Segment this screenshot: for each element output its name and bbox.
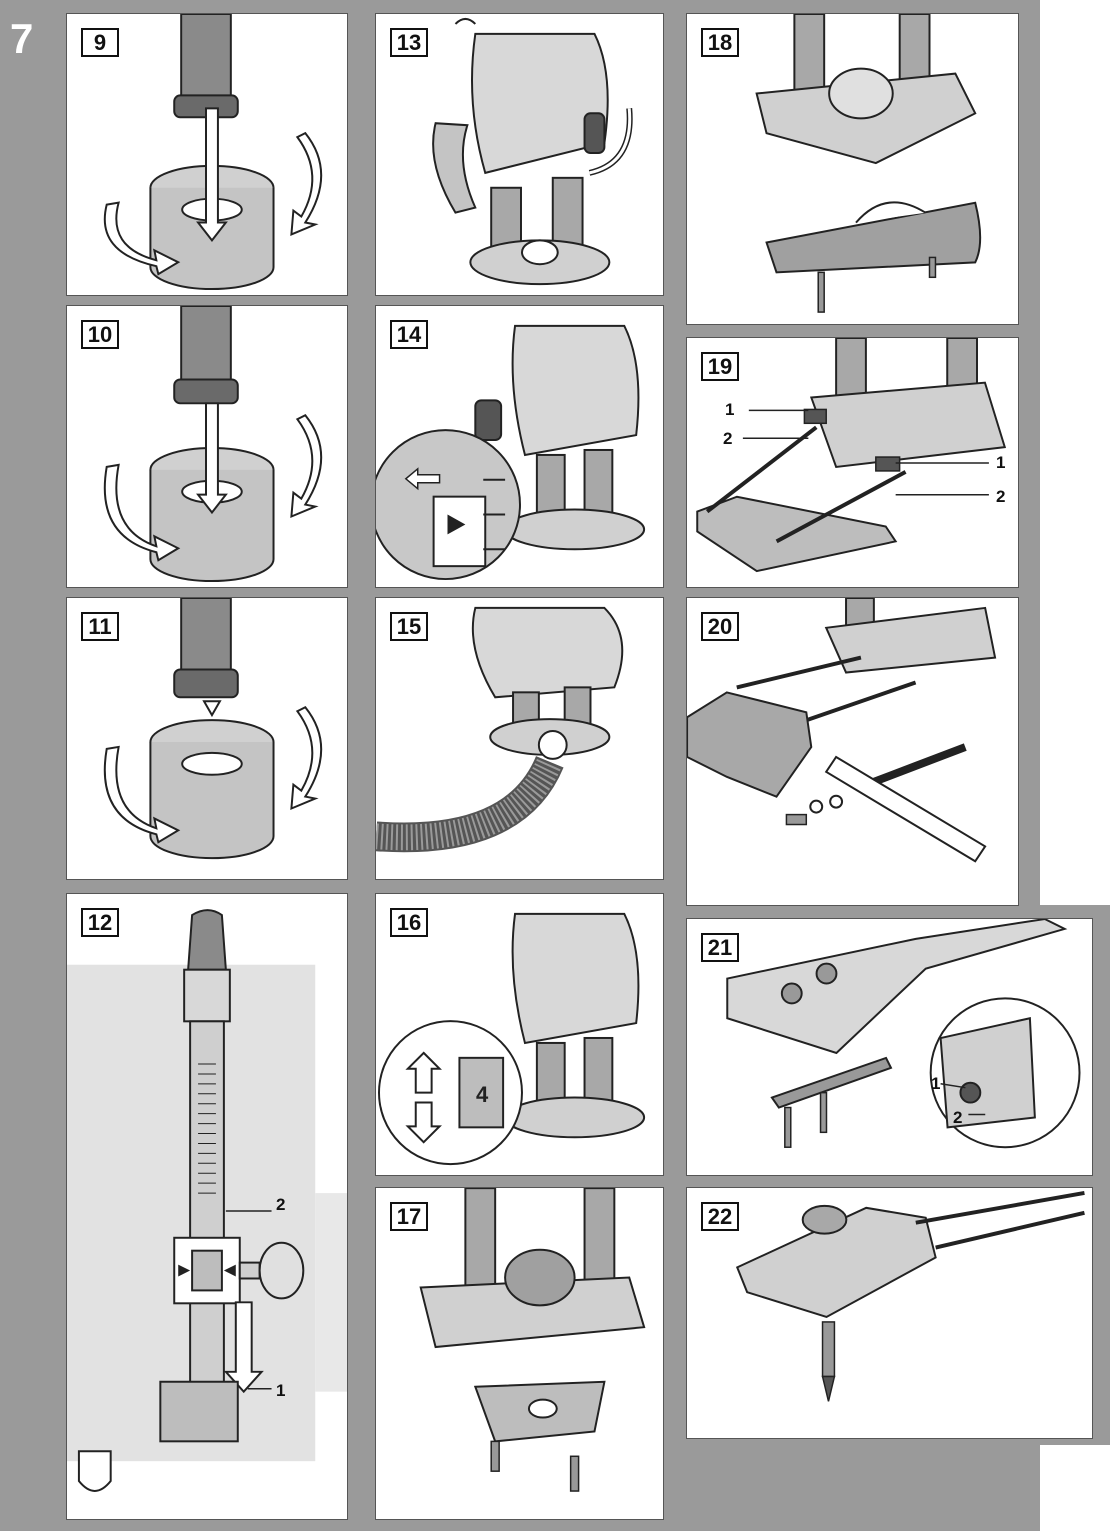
figure-number: 22 <box>701 1202 739 1231</box>
figure-21: 21 1 2 <box>686 918 1093 1176</box>
callout-label: 2 <box>953 1108 963 1127</box>
callout-label: 1 <box>931 1074 941 1093</box>
figure-10: 10 <box>66 305 348 588</box>
figure-14: 14 <box>375 305 664 588</box>
figure-15: 15 <box>375 597 664 880</box>
switch-illustration <box>376 324 646 581</box>
base-insert-illustration <box>419 1188 646 1492</box>
parallel-guide-illustration <box>696 338 1007 573</box>
figure-number: 13 <box>390 28 428 57</box>
figure-22: 22 <box>686 1187 1093 1439</box>
callout-label: 1 <box>996 453 1006 472</box>
figure-number: 14 <box>390 320 428 349</box>
figure-number: 12 <box>81 908 119 937</box>
figure-20: 20 <box>686 597 1019 906</box>
callout-label: 2 <box>276 1195 286 1214</box>
figure-17: 17 <box>375 1187 664 1520</box>
figure-16: 16 4 <box>375 893 664 1176</box>
hose-illustration <box>376 606 624 853</box>
figure-number: 17 <box>390 1202 428 1231</box>
router-illustration <box>432 17 633 286</box>
figure-11: 11 <box>66 597 348 880</box>
collet-nut-illustration <box>103 306 323 583</box>
figure-18: 18 <box>686 13 1019 325</box>
guide-rods-illustration <box>687 598 997 863</box>
base-plate-illustration <box>755 14 982 313</box>
collet-nut-illustration <box>103 14 323 291</box>
callout-label: 2 <box>996 487 1006 506</box>
figure-number: 18 <box>701 28 739 57</box>
page-number: 7 <box>10 15 34 62</box>
fine-adjustment-illustration <box>726 919 1081 1149</box>
callout-label: 1 <box>725 400 735 419</box>
figure-number: 19 <box>701 352 739 381</box>
figure-number: 21 <box>701 933 739 962</box>
collet-nut-illustration <box>103 598 323 860</box>
figure-19: 19 1 2 1 2 <box>686 337 1019 588</box>
figure-number: 10 <box>81 320 119 349</box>
speed-setting-value: 4 <box>476 1082 489 1107</box>
callout-label: 1 <box>276 1381 286 1400</box>
callout-label: 2 <box>723 429 733 448</box>
speed-wheel-illustration <box>378 912 646 1166</box>
figure-number: 15 <box>390 612 428 641</box>
figure-9: 9 <box>66 13 348 296</box>
figure-number: 9 <box>81 28 119 57</box>
depth-stop-illustration <box>67 909 347 1492</box>
figure-number: 20 <box>701 612 739 641</box>
figure-number: 11 <box>81 612 119 641</box>
figure-13: 13 <box>375 13 664 296</box>
circle-guide-illustration <box>735 1191 1085 1402</box>
figure-12: 12 2 1 <box>66 893 348 1520</box>
figure-number: 16 <box>390 908 428 937</box>
